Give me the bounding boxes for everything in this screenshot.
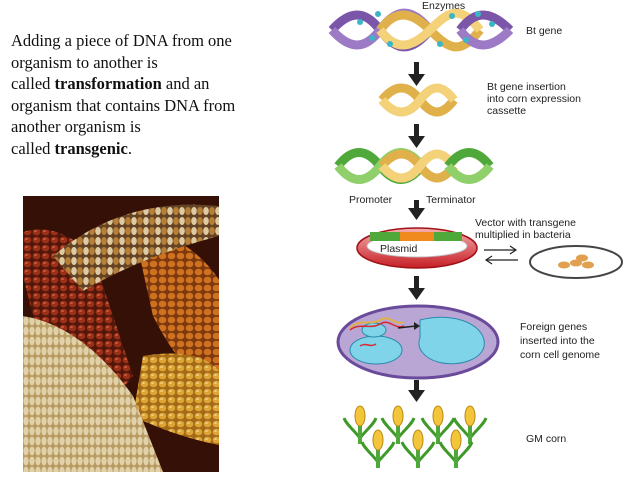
expression-cassette-helix bbox=[334, 148, 494, 184]
label-enzymes: Enzymes bbox=[422, 0, 465, 12]
label-plasmid: Plasmid bbox=[380, 243, 418, 255]
arrow-down-icon bbox=[408, 380, 425, 402]
label-foreign-1: Foreign genes bbox=[520, 321, 587, 333]
corn-plant-icon bbox=[438, 429, 474, 468]
bacteria-cell bbox=[529, 245, 623, 279]
gm-corn-plants bbox=[342, 405, 488, 468]
label-vector-1: Vector with transgene bbox=[475, 217, 576, 229]
term-transformation: transformation bbox=[54, 74, 162, 93]
corn-plant-icon bbox=[360, 429, 396, 468]
intro-line-6-suffix: . bbox=[127, 138, 132, 158]
intro-line-1: Adding a piece of DNA from one bbox=[11, 31, 232, 50]
label-vector-2: multiplied in bacteria bbox=[475, 229, 571, 241]
intro-line-3: called transformation and an bbox=[11, 73, 311, 95]
arrow-down-icon bbox=[408, 62, 425, 86]
arrow-down-icon bbox=[408, 276, 425, 300]
corn-photo-illustration bbox=[23, 196, 219, 472]
intro-paragraph: Adding a piece of DNA from one organism … bbox=[11, 30, 311, 159]
transgenic-process-diagram: Enzymes Bt gene Bt gene insertion into c… bbox=[328, 0, 623, 468]
dna-enzymes-helix bbox=[328, 8, 514, 52]
exchange-arrows-icon bbox=[484, 245, 518, 265]
intro-line-5: another organism is bbox=[11, 117, 141, 136]
intro-line-6: called transgenic. bbox=[11, 138, 311, 160]
corn-plant-icon bbox=[420, 405, 456, 444]
label-insertion-3: cassette bbox=[487, 105, 526, 117]
intro-line-2: organism to another is bbox=[11, 52, 158, 72]
intro-line-3-prefix: called bbox=[11, 74, 55, 93]
bt-gene-cassette-helix bbox=[378, 83, 458, 117]
label-foreign-3: corn cell genome bbox=[520, 349, 600, 361]
arrow-down-icon bbox=[408, 124, 425, 148]
corn-cobs-photo bbox=[23, 196, 219, 472]
corn-plant-icon bbox=[400, 429, 436, 468]
label-promoter: Promoter bbox=[349, 194, 393, 206]
label-foreign-2: inserted into the bbox=[520, 335, 595, 347]
label-insertion-1: Bt gene insertion bbox=[487, 81, 566, 93]
intro-line-6-prefix: called bbox=[11, 138, 55, 158]
label-terminator: Terminator bbox=[426, 194, 476, 206]
label-gm-corn: GM corn bbox=[526, 433, 566, 445]
corn-plant-icon bbox=[452, 405, 488, 444]
label-insertion-2: into corn expression bbox=[487, 93, 581, 105]
term-transgenic: transgenic bbox=[54, 138, 128, 158]
intro-line-3-suffix: and an bbox=[161, 74, 210, 93]
label-bt-gene: Bt gene bbox=[526, 25, 562, 37]
corn-plant-icon bbox=[342, 405, 378, 444]
corn-plant-icon bbox=[380, 405, 416, 444]
plasmid-ring bbox=[356, 227, 478, 269]
intro-line-4: organism that contains DNA from bbox=[11, 95, 236, 115]
arrow-down-icon bbox=[408, 200, 425, 220]
corn-cell bbox=[336, 304, 500, 380]
